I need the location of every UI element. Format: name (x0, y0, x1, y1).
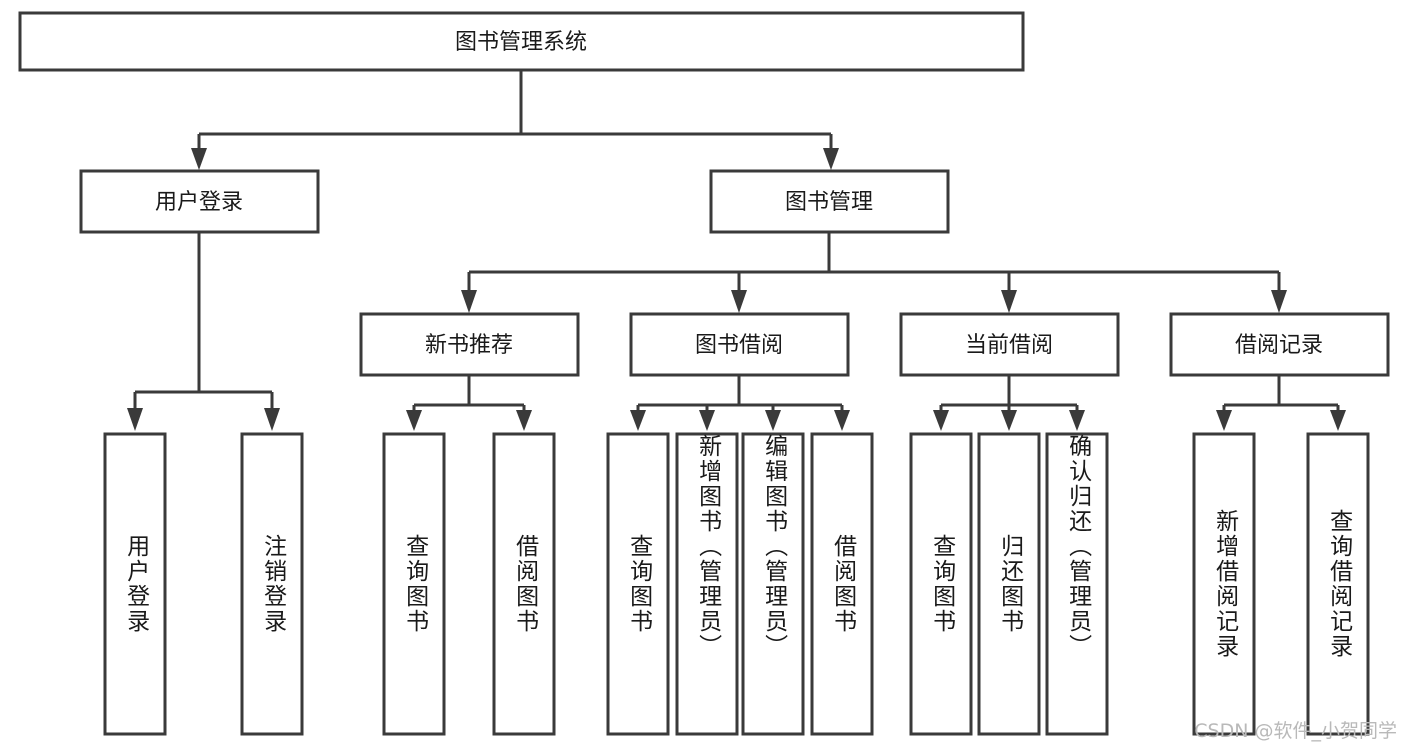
node-root[interactable]: 图书管理系统 (18, 11, 1025, 72)
borrow-record-label: 借阅记录 (1235, 333, 1323, 358)
connector-root-to-level2 (191, 70, 839, 170)
leaf-box-user-login[interactable] (103, 432, 167, 736)
arrowhead-to-book-manage (823, 148, 839, 170)
leaf-box-borrow-book-2[interactable] (810, 432, 874, 736)
connector-current-borrow-to-leaves (933, 375, 1085, 431)
leaf-box-return-book[interactable] (977, 432, 1041, 736)
current-borrow-label: 当前借阅 (965, 333, 1053, 358)
leaf-box-add-book[interactable] (675, 432, 739, 736)
current-borrow-box[interactable] (899, 312, 1120, 377)
leaf-box-query-book-2[interactable] (606, 432, 670, 736)
new-book-recommend-label: 新书推荐 (425, 333, 513, 358)
leaf-box-query-record[interactable] (1306, 432, 1370, 736)
arrowhead-leaf-logout (264, 408, 280, 431)
leaf-box-confirm-return[interactable] (1045, 432, 1109, 736)
node-new-book-recommend[interactable]: 新书推荐 (359, 312, 580, 377)
leaf-box-logout[interactable] (240, 432, 304, 736)
node-book-manage[interactable]: 图书管理 (709, 169, 950, 234)
leaf-box-edit-book[interactable] (741, 432, 805, 736)
root-label: 图书管理系统 (455, 30, 587, 55)
connector-book-borrow-to-leaves (630, 375, 850, 431)
leaf-box-borrow-book-1[interactable] (492, 432, 556, 736)
arrowhead-to-current-borrow (1001, 290, 1017, 313)
connector-new-book-to-leaves (406, 375, 532, 431)
root-box[interactable] (18, 11, 1025, 72)
connector-book-manage-to-level3 (461, 232, 1287, 313)
leaf-box-add-record[interactable] (1192, 432, 1256, 736)
arrowhead-to-user-login (191, 148, 207, 170)
arrowhead-to-borrow-record (1271, 290, 1287, 313)
new-book-recommend-box[interactable] (359, 312, 580, 377)
book-borrow-label: 图书借阅 (695, 333, 783, 358)
user-login-label: 用户登录 (155, 190, 243, 215)
arrowhead-to-new-book (461, 290, 477, 313)
book-manage-label: 图书管理 (785, 190, 873, 215)
leaf-box-query-book-3[interactable] (909, 432, 973, 736)
node-user-login[interactable]: 用户登录 (79, 169, 320, 234)
connector-borrow-record-to-leaves (1216, 375, 1346, 431)
arrowhead-to-book-borrow (731, 290, 747, 313)
node-book-borrow[interactable]: 图书借阅 (629, 312, 850, 377)
connector-user-login-to-leaves (127, 232, 280, 431)
node-current-borrow[interactable]: 当前借阅 (899, 312, 1120, 377)
arrowhead-leaf-user-login (127, 408, 143, 431)
user-login-box[interactable] (79, 169, 320, 234)
leaf-box-query-book-1[interactable] (382, 432, 446, 736)
node-borrow-record[interactable]: 借阅记录 (1169, 312, 1390, 377)
